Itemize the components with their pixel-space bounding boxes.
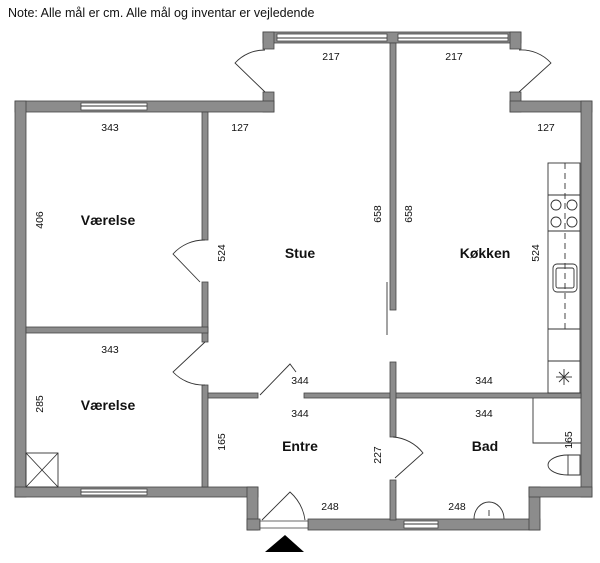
toilet-icon [547, 454, 581, 476]
fan-icon [556, 369, 572, 385]
dimension-label: 127 [231, 122, 249, 134]
room-label-bad: Bad [472, 438, 498, 454]
windows [80, 33, 509, 529]
dimension-label: 343 [101, 344, 119, 356]
dimension-label: 658 [403, 205, 415, 223]
entrance-arrow-icon [265, 535, 304, 552]
dimension-label: 248 [321, 501, 339, 513]
dimension-label: 127 [537, 122, 555, 134]
dimension-label: 344 [291, 408, 309, 420]
dimension-label: 165 [216, 433, 228, 451]
dimension-label: 285 [34, 395, 46, 413]
dimension-label: 658 [372, 205, 384, 223]
kitchen-counter [547, 162, 581, 394]
room-label-vaerelse-2: Værelse [81, 397, 136, 413]
dimension-label: 344 [291, 375, 309, 387]
dimension-label: 217 [322, 51, 340, 63]
shower-outline [532, 398, 581, 444]
dimension-label: 248 [448, 501, 466, 513]
dimension-label: 344 [475, 375, 493, 387]
dimension-label: 344 [475, 408, 493, 420]
room-label-kokken: Køkken [460, 245, 511, 261]
bathroom-sink-icon [473, 501, 505, 520]
room-label-vaerelse: Værelse [81, 212, 136, 228]
dimension-label: 165 [563, 431, 575, 449]
interior-walls [25, 42, 582, 521]
dimension-label: 406 [34, 211, 46, 229]
room-label-stue: Stue [285, 245, 316, 261]
doors [172, 49, 552, 521]
dimension-label: 524 [530, 244, 542, 262]
stove-icon [550, 199, 578, 228]
kitchen-sink-icon [552, 263, 578, 293]
dimension-label: 343 [101, 122, 119, 134]
wardrobe-icon [25, 452, 59, 488]
dimension-label: 217 [445, 51, 463, 63]
room-label-entre: Entre [282, 438, 318, 454]
plan-note: Note: Alle mål er cm. Alle mål og invent… [8, 6, 315, 20]
dimension-label: 524 [216, 244, 228, 262]
dimension-label: 227 [372, 446, 384, 464]
dimension-labels: 217 217 343 127 127 406 524 658 658 524 … [34, 51, 575, 513]
